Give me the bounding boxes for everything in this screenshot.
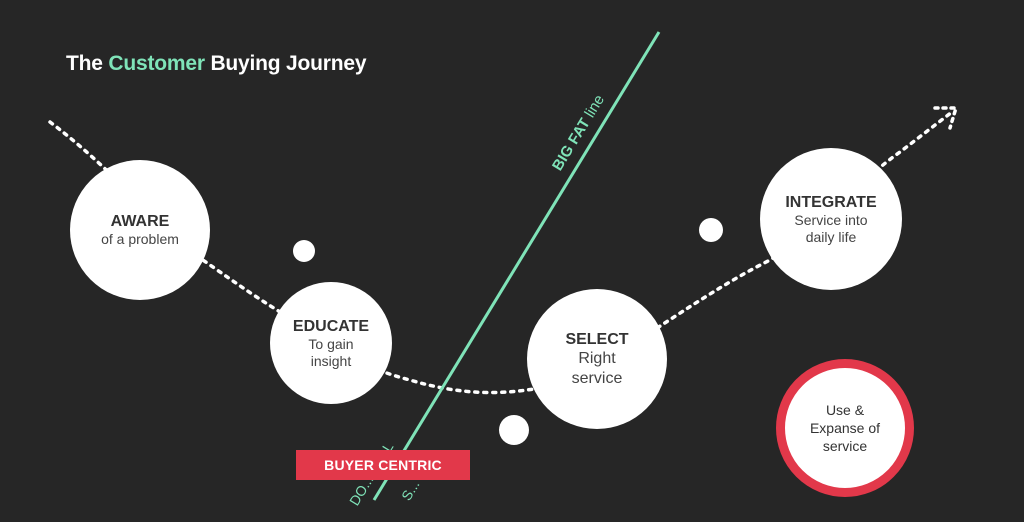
arrow-head-icon bbox=[933, 106, 959, 130]
stage-subtext: To gain insight bbox=[308, 335, 354, 369]
stage-heading: AWARE bbox=[110, 213, 170, 230]
stage-integrate: INTEGRATE Service into daily life bbox=[760, 148, 902, 290]
big-fat-line bbox=[372, 31, 661, 501]
badge-label: BUYER CENTRIC bbox=[324, 457, 442, 473]
small-dot bbox=[699, 218, 723, 242]
stage-educate: EDUCATE To gain insight bbox=[270, 282, 392, 404]
page-title: The Customer Buying Journey bbox=[66, 52, 367, 76]
buyer-centric-badge: BUYER CENTRIC bbox=[296, 450, 470, 480]
stage-heading: INTEGRATE bbox=[785, 193, 877, 211]
stage-select: SELECT Right service bbox=[527, 289, 667, 429]
stage-subtext: Right service bbox=[571, 349, 623, 387]
stage-heading: SELECT bbox=[565, 330, 629, 348]
stage-use-expanse: Use & Expanse of service bbox=[776, 359, 914, 497]
stage-aware: AWARE of a problem bbox=[70, 160, 210, 300]
small-dot bbox=[293, 240, 315, 262]
stage-subtext: of a problem bbox=[101, 231, 179, 247]
use-stage-text: Use & Expanse of service bbox=[809, 402, 881, 454]
title-highlight: Customer bbox=[108, 52, 205, 75]
small-dot bbox=[499, 415, 529, 445]
title-prefix: The bbox=[66, 52, 103, 75]
stage-heading: EDUCATE bbox=[292, 317, 370, 335]
stage-subtext: Service into daily life bbox=[794, 211, 868, 245]
title-suffix: Buying Journey bbox=[210, 52, 367, 75]
